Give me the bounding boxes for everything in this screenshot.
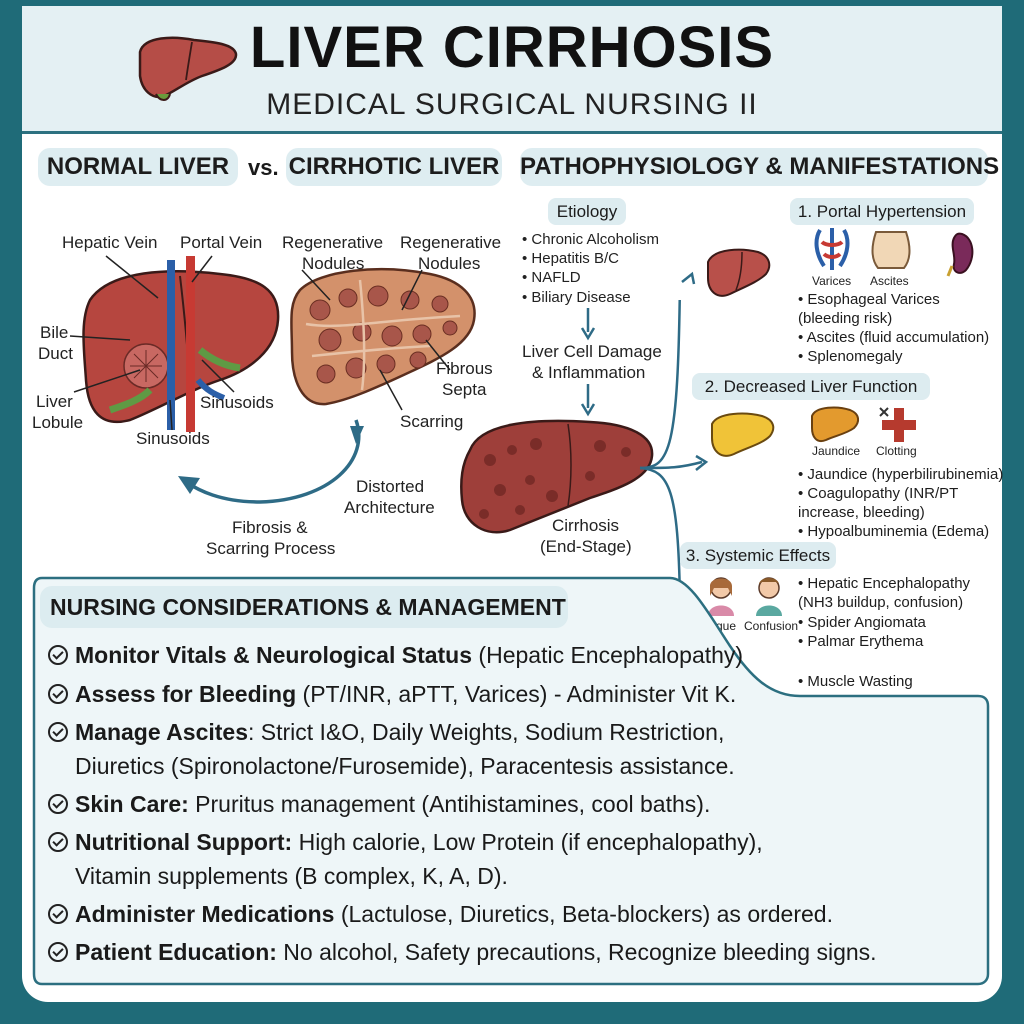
cirrhotic-liver-heading: CIRRHOTIC LIVER: [286, 148, 502, 186]
etiology-item: • Chronic Alcoholism: [522, 231, 659, 248]
label-hepatic-vein: Hepatic Vein: [62, 233, 158, 252]
clotting-icon: [879, 407, 916, 442]
nursing-item: Administer Medications (Lactulose, Diure…: [75, 901, 833, 927]
label-regen-nodules-left-2: Nodules: [302, 254, 365, 273]
label-regen-nodules-right-1: Regenerative: [400, 233, 502, 252]
portal-item: • Ascites (fluid accumulation): [798, 329, 990, 346]
label-sinusoids-right: Sinusoids: [200, 393, 274, 412]
page-title: LIVER CIRRHOSIS: [249, 15, 775, 80]
vs-label: vs.: [248, 155, 279, 180]
liver-logo-icon: [138, 36, 238, 101]
yellow-liver-icon: [711, 412, 775, 457]
cirrhosis-label-2: (End-Stage): [540, 537, 632, 556]
nursing-heading: NURSING CONSIDERATIONS & MANAGEMENT: [40, 586, 568, 628]
etiology-item: • NAFLD: [522, 269, 581, 286]
systemic-item: • Spider Angiomata: [798, 614, 926, 631]
portal-hypertension-pill: 1. Portal Hypertension: [790, 198, 974, 225]
portal-item: • Splenomegaly: [798, 348, 903, 365]
nursing-item: Patient Education: No alcohol, Safety pr…: [75, 939, 877, 965]
nursing-panel: [32, 576, 990, 986]
nursing-item-continuation: Diuretics (Spironolactone/Furosemide), P…: [75, 753, 735, 779]
label-scarring: Scarring: [400, 412, 464, 431]
nursing-item: Skin Care: Pruritus management (Antihist…: [75, 791, 711, 817]
label-regen-nodules-right-2: Nodules: [418, 254, 481, 273]
check-icon: [48, 794, 68, 814]
decreased-item: • Coagulopathy (INR/PT: [798, 485, 959, 502]
label-process-1: Fibrosis &: [232, 518, 308, 537]
etiology-pill: Etiology: [548, 198, 626, 225]
check-icon: [48, 832, 68, 852]
liver-icon: [707, 248, 771, 297]
confusion-person-icon: [756, 577, 782, 616]
decreased-item: • Jaundice (hyperbilirubinemia): [798, 466, 1004, 483]
cirrhosis-label-1: Cirrhosis: [552, 516, 620, 535]
nursing-item: Manage Ascites: Strict I&O, Daily Weight…: [75, 719, 725, 745]
fatigue-person-icon: [708, 577, 734, 616]
damage-label-1: Liver Cell Damage: [522, 342, 662, 361]
jaundice-icon: [811, 406, 860, 442]
label-process-2: Scarring Process: [206, 539, 336, 558]
etiology-item: • Biliary Disease: [522, 289, 631, 306]
check-icon: [48, 722, 68, 742]
label-distorted-1: Distorted: [356, 477, 425, 496]
portal-item: (bleeding risk): [798, 310, 893, 327]
portal-arrow-head: [681, 271, 696, 285]
varices-icon-label: Varices: [812, 274, 852, 288]
label-bile-duct-1: Bile: [40, 323, 69, 342]
label-liver-lobule-1: Liver: [36, 392, 73, 411]
decreased-function-pill: 2. Decreased Liver Function: [692, 373, 930, 400]
label-sinusoids-bottom: Sinusoids: [136, 429, 210, 448]
label-fibrous-septa-2: Septa: [442, 380, 487, 399]
check-icon: [48, 942, 68, 962]
nursing-item-continuation: Vitamin supplements (B complex, K, A, D)…: [75, 863, 508, 889]
ascites-icon: [871, 231, 911, 269]
label-regen-nodules-left-1: Regenerative: [282, 233, 384, 252]
label-liver-lobule-2: Lobule: [32, 413, 84, 432]
check-icon: [48, 645, 68, 665]
liver-comparison-illustration: [69, 255, 476, 504]
check-icon: [48, 684, 68, 704]
nursing-item: Monitor Vitals & Neurological Status (He…: [75, 642, 744, 668]
check-icon: [48, 904, 68, 924]
label-bile-duct-2: Duct: [38, 344, 73, 363]
systemic-item: • Palmar Erythema: [798, 633, 924, 650]
ascites-icon-label: Ascites: [870, 274, 909, 288]
spleen-icon: [946, 232, 974, 277]
etiology-item: • Hepatitis B/C: [522, 250, 619, 267]
clotting-icon-label: Clotting: [876, 444, 917, 458]
systemic-item: • Hepatic Encephalopathy: [798, 575, 971, 592]
label-fibrous-septa-1: Fibrous: [436, 359, 493, 378]
nursing-item: Nutritional Support: High calorie, Low P…: [75, 829, 763, 855]
nursing-item: Assess for Bleeding (PT/INR, aPTT, Varic…: [75, 681, 737, 707]
jaundice-icon-label: Jaundice: [812, 444, 861, 458]
portal-item: • Esophageal Varices: [798, 291, 940, 308]
confusion-icon-label: Confusion: [744, 619, 799, 633]
page-subtitle: MEDICAL SURGICAL NURSING II: [266, 88, 758, 121]
systemic-item: • Muscle Wasting: [798, 673, 913, 690]
varices-icon: [814, 228, 850, 270]
normal-liver-heading: NORMAL LIVER: [38, 148, 238, 186]
damage-label-2: & Inflammation: [532, 363, 646, 382]
decreased-item: increase, bleeding): [798, 504, 925, 521]
label-portal-vein: Portal Vein: [180, 233, 263, 252]
label-distorted-2: Architecture: [344, 498, 435, 517]
patho-heading: PATHOPHYSIOLOGY & MANIFESTATIONS: [520, 148, 999, 186]
systemic-item: (NH3 buildup, confusion): [798, 594, 964, 611]
decreased-item: • Hypoalbuminemia (Edema): [798, 523, 990, 540]
systemic-effects-pill: 3. Systemic Effects: [680, 542, 836, 569]
